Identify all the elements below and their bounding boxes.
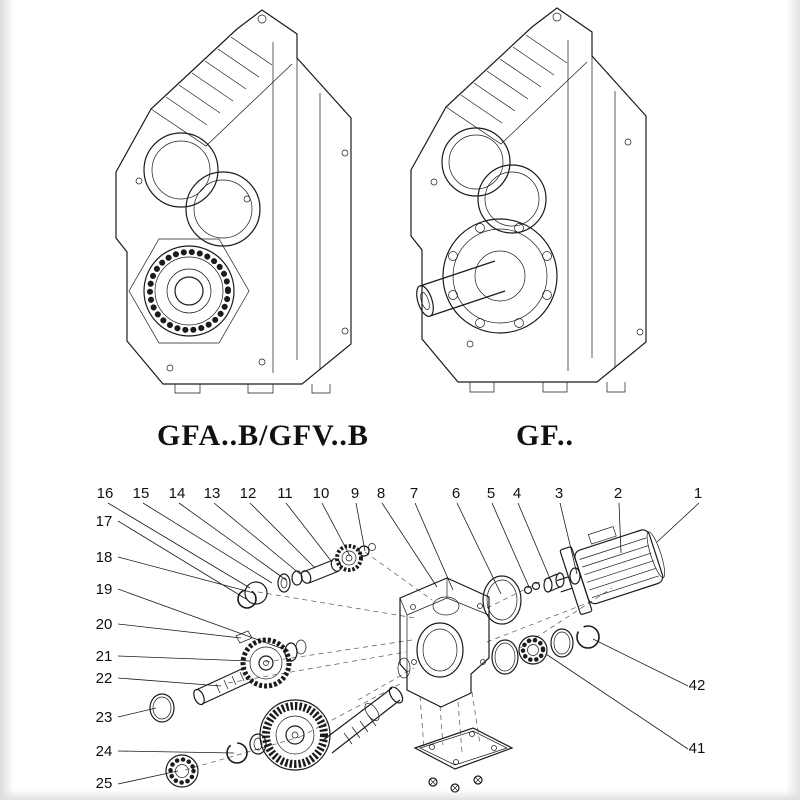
gearbox-drawing-gf <box>410 7 647 393</box>
part-number-1: 1 <box>694 485 702 502</box>
helical-gear <box>240 637 292 689</box>
part-number-18: 18 <box>96 549 113 566</box>
gearbox-drawing-gfab <box>115 9 352 394</box>
oil-plug <box>552 12 562 22</box>
part-number-12: 12 <box>240 485 257 502</box>
gasket <box>482 575 522 625</box>
motor-flange <box>559 546 593 615</box>
part-number-7: 7 <box>410 485 418 502</box>
bearing-balls <box>147 249 231 333</box>
housing <box>397 577 490 708</box>
part-number-23: 23 <box>96 709 113 726</box>
motor <box>556 526 666 615</box>
spacer-ring <box>550 628 574 658</box>
retaining-ring <box>237 589 257 609</box>
output-bearing <box>143 245 235 337</box>
part-number-42: 42 <box>689 677 706 694</box>
output-shaft <box>419 260 506 317</box>
part-number-17: 17 <box>96 513 113 530</box>
part-number-8: 8 <box>377 485 385 502</box>
motor-fins <box>579 537 659 598</box>
oil-plug <box>257 14 267 24</box>
input-side-parts <box>482 567 600 675</box>
part-number-21: 21 <box>96 648 113 665</box>
model-label-right: GF.. <box>516 419 574 452</box>
seal-ring <box>491 639 519 675</box>
assembly-axis-lines <box>184 551 613 771</box>
washer <box>249 733 267 755</box>
part-number-4: 4 <box>513 485 521 502</box>
ball-bearing <box>518 635 548 665</box>
washer <box>244 581 268 605</box>
input-pinion-shaft <box>321 687 401 754</box>
pin <box>531 581 541 591</box>
part-number-10: 10 <box>313 485 330 502</box>
pinion-shaft <box>302 559 340 584</box>
splined-shaft <box>195 666 253 705</box>
cover-plate-parts <box>413 727 514 793</box>
bore-lower <box>185 171 261 247</box>
part-number-16: 16 <box>97 485 114 502</box>
part-number-11: 11 <box>277 485 293 502</box>
part-number-25: 25 <box>96 775 113 792</box>
output-flange <box>442 218 558 334</box>
small-gear <box>335 544 363 572</box>
part-numbers-left: 17 18 19 20 21 22 23 24 25 <box>96 513 113 792</box>
part-number-14: 14 <box>169 485 186 502</box>
bore-upper <box>441 127 511 197</box>
bearing-hex-boss <box>128 238 250 344</box>
part-number-9: 9 <box>351 485 359 502</box>
mounting-feet <box>174 384 331 394</box>
bolt <box>473 775 483 785</box>
leader-lines-top <box>107 502 700 595</box>
leader-lines-right <box>545 638 689 750</box>
bore-lower <box>477 164 547 234</box>
part-number-5: 5 <box>487 485 495 502</box>
cooling-ribs <box>165 36 273 126</box>
part-number-20: 20 <box>96 616 113 633</box>
pin <box>523 585 533 595</box>
part-number-24: 24 <box>96 743 113 760</box>
bore-upper <box>143 132 219 208</box>
part-number-15: 15 <box>133 485 150 502</box>
model-label-left: GFA..B/GFV..B <box>157 419 369 452</box>
part-number-2: 2 <box>614 485 622 502</box>
bolt <box>428 777 438 787</box>
part-numbers-right: 42 41 <box>689 677 706 757</box>
terminal-box <box>587 526 617 545</box>
motor-shaft <box>556 576 573 593</box>
part-number-13: 13 <box>204 485 221 502</box>
housing-bore <box>416 622 464 678</box>
snap-ring <box>576 625 600 649</box>
part-number-41: 41 <box>689 740 706 757</box>
middle-gear-parts <box>149 630 307 723</box>
leader-lines-left <box>117 520 290 785</box>
part-number-3: 3 <box>555 485 563 502</box>
part-numbers-top: 16 15 14 13 12 11 10 9 8 7 6 5 4 3 2 1 <box>97 485 703 502</box>
output-gear-parts <box>165 686 404 788</box>
seal-ring <box>149 693 175 723</box>
key <box>235 630 253 644</box>
cooling-ribs <box>460 34 568 124</box>
part-number-6: 6 <box>452 485 460 502</box>
mounting-feet <box>469 382 626 393</box>
part-number-19: 19 <box>96 581 113 598</box>
exploded-view: 16 15 14 13 12 11 10 9 8 7 6 5 4 3 2 1 1… <box>96 485 706 793</box>
cover-gasket <box>413 727 514 770</box>
part-number-22: 22 <box>96 670 113 687</box>
bushing <box>547 572 561 593</box>
ball-bearing <box>165 754 199 788</box>
intermediate-shaft-parts <box>237 543 376 609</box>
snap-ring <box>226 742 248 764</box>
washer <box>569 567 581 585</box>
output-gear <box>259 699 331 771</box>
